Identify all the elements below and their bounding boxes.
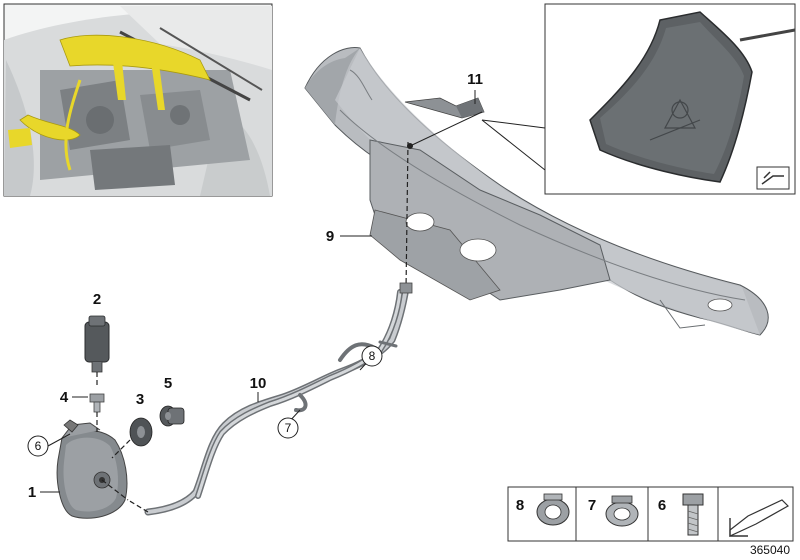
detail-inset (544, 3, 796, 195)
callout-3: 3 (136, 391, 144, 408)
legend-clip-icon (605, 495, 639, 527)
callout-9: 9 (326, 228, 334, 245)
navigate-icon[interactable] (756, 166, 790, 190)
circled-ref-8: 8 (361, 345, 383, 367)
washer-hose (144, 284, 410, 516)
legend-arrow-icon[interactable] (729, 499, 789, 537)
legend-label-7: 7 (588, 497, 596, 514)
legend-clamp-icon (536, 493, 570, 526)
callout-11: 11 (467, 71, 483, 88)
callout-4: 4 (60, 389, 69, 406)
legend-label-8: 8 (516, 497, 524, 514)
circled-ref-6: 6 (27, 435, 49, 457)
part-4-bolt (89, 393, 105, 432)
legend-screw-icon (682, 493, 704, 536)
part-1-washer-reservoir (56, 419, 128, 519)
callout-1: 1 (28, 484, 36, 501)
circled-ref-7: 7 (277, 417, 299, 439)
legend-label-6: 6 (658, 497, 666, 514)
svg-text:6: 6 (35, 439, 42, 453)
cowl-panel (304, 46, 769, 336)
part-3-grommet (129, 417, 153, 447)
part-2-washer-pump (84, 315, 110, 385)
callout-2: 2 (93, 291, 101, 308)
callout-5: 5 (164, 375, 172, 392)
svg-text:7: 7 (285, 421, 292, 435)
part-5-level-sensor (159, 405, 185, 427)
svg-text:8: 8 (369, 349, 376, 363)
overview-thumbnail (3, 3, 273, 197)
diagram-reference-number: 365040 (750, 543, 790, 557)
parts-legend: 8 7 6 (507, 486, 794, 542)
part-11-cover (404, 97, 485, 119)
callout-10: 10 (250, 375, 267, 392)
